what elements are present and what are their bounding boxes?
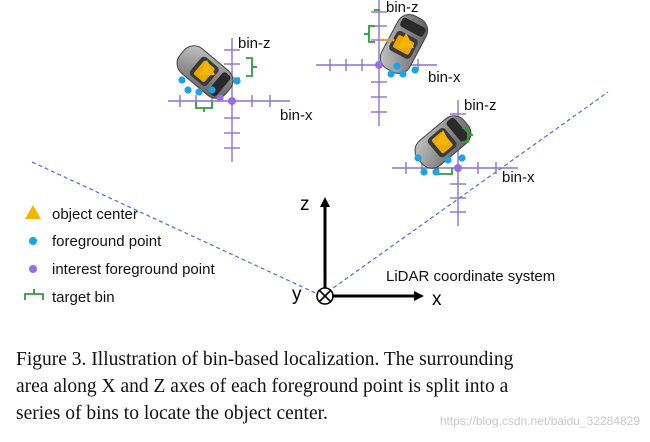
bin-x-label-2: bin-x xyxy=(428,69,461,86)
target-bin-1 xyxy=(195,57,257,112)
caption-line-2: area along X and Z axes of each foregrou… xyxy=(16,376,509,397)
object-center-marker-1 xyxy=(199,60,215,75)
bin-x-label-1: bin-x xyxy=(280,107,313,124)
legend-label-target-bin: target bin xyxy=(52,289,115,306)
car-1-group: bin-z bin-x xyxy=(168,35,313,162)
car-3-group: bin-z bin-x xyxy=(392,97,535,226)
bin-z-label-2: bin-z xyxy=(386,0,419,16)
figure-caption: Figure 3. Illustration of bin-based loca… xyxy=(16,346,622,427)
bin-z-label-3: bin-z xyxy=(464,97,497,114)
watermark: https://blog.csdn.net/baidu_32284829 xyxy=(439,414,640,428)
foreground-points-2 xyxy=(387,62,419,78)
legend-bracket-icon xyxy=(24,289,44,300)
z-axis-label: z xyxy=(300,194,310,215)
field-of-view-lines xyxy=(31,91,609,297)
legend-interest-dot-icon xyxy=(29,265,37,273)
y-axis-label: y xyxy=(292,284,302,305)
x-axis-label: x xyxy=(432,289,442,310)
caption-line-1: Figure 3. Illustration of bin-based loca… xyxy=(16,349,514,370)
object-center-marker-3 xyxy=(435,130,451,145)
caption-line-3: series of bins to locate the object cent… xyxy=(16,403,328,424)
legend: object center foreground point interest … xyxy=(24,205,215,306)
coordinate-system-label: LiDAR coordinate system xyxy=(386,268,555,285)
coordinate-system: z y x LiDAR coordinate system xyxy=(292,194,555,310)
legend-label-foreground-point: foreground point xyxy=(52,233,162,250)
legend-triangle-icon xyxy=(25,205,41,219)
foreground-points-1 xyxy=(178,76,241,96)
bin-z-label-1: bin-z xyxy=(238,35,271,52)
orange-dots-2 xyxy=(381,38,400,42)
interest-points-3 xyxy=(454,164,462,172)
interest-points-2 xyxy=(375,61,383,69)
target-bin-2 xyxy=(364,9,380,43)
object-center-marker-2 xyxy=(398,33,414,48)
foreground-points-3 xyxy=(414,154,466,176)
y-axis-icon xyxy=(316,287,334,305)
interest-points-1 xyxy=(216,94,236,105)
bin-x-label-3: bin-x xyxy=(502,169,535,186)
legend-label-object-center: object center xyxy=(52,206,138,223)
legend-foreground-dot-icon xyxy=(29,237,37,245)
car-2-group: bin-z bin-x xyxy=(316,0,461,126)
legend-label-interest-point: interest foreground point xyxy=(52,261,215,278)
